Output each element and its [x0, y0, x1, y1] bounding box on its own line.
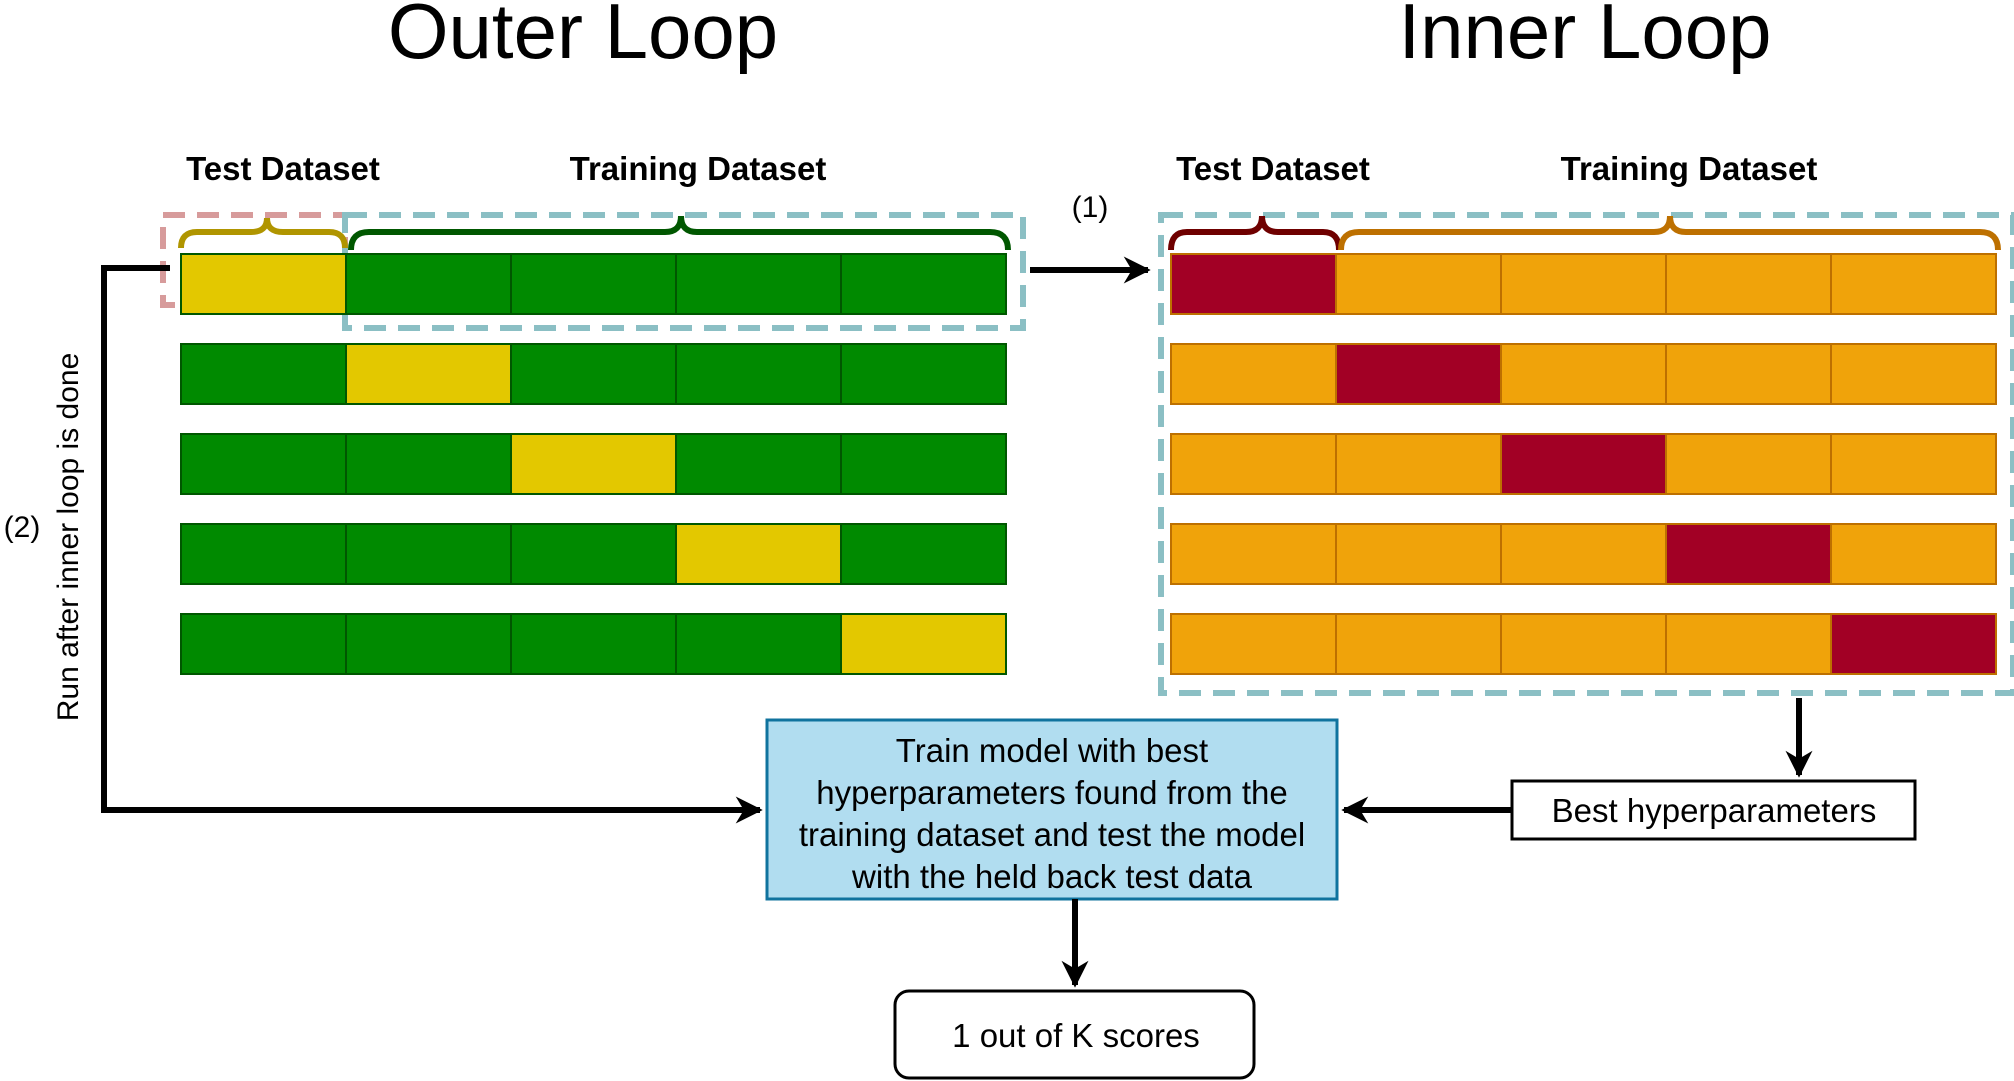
inner-fold-2-1-train	[1170, 343, 1337, 405]
outer-fold-5-4-train	[675, 613, 842, 675]
train-model-text-line-3: training dataset and test the model	[799, 816, 1305, 853]
outer-training-dataset-label: Training Dataset	[570, 150, 827, 187]
inner-training-brace	[1338, 215, 2001, 251]
inner-fold-3-5-train	[1830, 433, 1997, 495]
outer-fold-3-4-train	[675, 433, 842, 495]
outer-fold-3-5-train	[840, 433, 1007, 495]
inner-fold-3-1-train	[1170, 433, 1337, 495]
inner-fold-1-5-train	[1830, 253, 1997, 315]
inner-fold-5-3-train	[1500, 613, 1667, 675]
outer-fold-1-1-test	[180, 253, 347, 315]
inner-fold-4-5-train	[1830, 523, 1997, 585]
inner-fold-1-4-train	[1665, 253, 1832, 315]
outer-fold-2-5-train	[840, 343, 1007, 405]
outer-fold-2-4-train	[675, 343, 842, 405]
train-model-text-line-1: Train model with best	[896, 732, 1208, 769]
train-model-text-line-4: with the held back test data	[851, 858, 1253, 895]
loop-note: Run after inner loop is done	[52, 353, 85, 722]
outer-fold-3-2-train	[345, 433, 512, 495]
step-2-label: (2)	[4, 511, 41, 544]
inner-fold-5-5-test	[1830, 613, 1997, 675]
inner-fold-2-3-train	[1500, 343, 1667, 405]
inner-loop-title: Inner Loop	[1399, 0, 1772, 75]
outer-fold-4-4-test	[675, 523, 842, 585]
inner-fold-4-1-train	[1170, 523, 1337, 585]
outer-fold-5-1-train	[180, 613, 347, 675]
outer-fold-4-5-train	[840, 523, 1007, 585]
outer-fold-1-3-train	[510, 253, 677, 315]
inner-fold-1-3-train	[1500, 253, 1667, 315]
inner-fold-1-2-train	[1335, 253, 1502, 315]
outer-fold-1-2-train	[345, 253, 512, 315]
inner-fold-4-4-test	[1665, 523, 1832, 585]
arrow-loop-back	[101, 265, 763, 824]
inner-fold-3-4-train	[1665, 433, 1832, 495]
inner-fold-2-4-train	[1665, 343, 1832, 405]
inner-fold-2-5-train	[1830, 343, 1997, 405]
inner-fold-3-2-train	[1335, 433, 1502, 495]
train-model-box	[765, 718, 1339, 901]
inner-test-dataset-label: Test Dataset	[1176, 150, 1370, 187]
inner-training-dataset-label: Training Dataset	[1561, 150, 1818, 187]
inner-fold-4-2-train	[1335, 523, 1502, 585]
inner-fold-5-1-train	[1170, 613, 1337, 675]
outer-fold-2-3-train	[510, 343, 677, 405]
inner-fold-1-1-test	[1170, 253, 1337, 315]
result-label: 1 out of K scores	[952, 1017, 1200, 1054]
result-box	[893, 989, 1256, 1080]
inner-loop-folds	[1170, 253, 1997, 675]
outer-training-brace	[348, 215, 1011, 251]
outer-fold-4-2-train	[345, 523, 512, 585]
outer-fold-2-2-test	[345, 343, 512, 405]
outer-fold-4-1-train	[180, 523, 347, 585]
best-hyperparameters-box	[1510, 779, 1917, 841]
outer-fold-5-3-train	[510, 613, 677, 675]
inner-fold-3-3-test	[1500, 433, 1667, 495]
outer-fold-1-5-train	[840, 253, 1007, 315]
train-model-text-line-2: hyperparameters found from the	[816, 774, 1287, 811]
step-1-label: (1)	[1072, 191, 1109, 224]
outer-test-dataset-label: Test Dataset	[186, 150, 380, 187]
inner-fold-5-4-train	[1665, 613, 1832, 675]
inner-loop-highlight	[1158, 212, 2014, 696]
outer-loop-title: Outer Loop	[388, 0, 778, 75]
outer-fold-4-3-train	[510, 523, 677, 585]
outer-fold-1-4-train	[675, 253, 842, 315]
best-hyperparameters-label: Best hyperparameters	[1552, 792, 1877, 829]
outer-fold-5-5-test	[840, 613, 1007, 675]
train-model-text: Train model with best hyperparameters fou…	[799, 732, 1305, 895]
inner-fold-5-2-train	[1335, 613, 1502, 675]
outer-fold-3-1-train	[180, 433, 347, 495]
inner-test-brace	[1168, 215, 1342, 251]
inner-fold-4-3-train	[1500, 523, 1667, 585]
outer-test-brace	[178, 217, 348, 249]
outer-fold-2-1-train	[180, 343, 347, 405]
inner-fold-2-2-test	[1335, 343, 1502, 405]
outer-loop-folds	[180, 253, 1007, 675]
outer-fold-5-2-train	[345, 613, 512, 675]
outer-fold-3-3-test	[510, 433, 677, 495]
outer-training-highlight	[342, 212, 1026, 331]
